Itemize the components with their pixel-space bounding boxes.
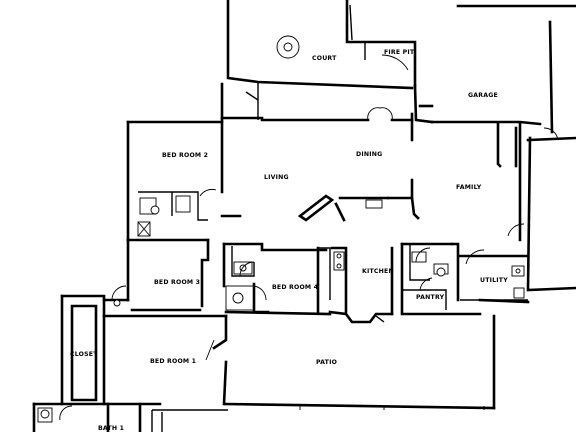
room-label-fire-pit: FIRE PIT [384,49,415,56]
room-label-bedroom-3: BED ROOM 3 [154,279,200,286]
room-label-living: LIVING [264,174,289,181]
room-label-bedroom-4: BED ROOM 4 [272,284,319,291]
court-area [226,0,417,120]
room-label-court: COURT [312,55,337,62]
west-wing [32,294,228,432]
house-walls [102,82,576,324]
room-labels: COURT FIRE PIT GARAGE BED ROOM 2 DINING … [70,49,508,432]
room-label-pantry: PANTRY [416,294,445,301]
room-label-bedroom-1: BED ROOM 1 [150,358,196,365]
room-label-family: FAMILY [456,184,482,191]
room-label-closet: CLOSET [70,351,98,358]
room-label-dining: DINING [356,151,382,158]
patio-area [224,314,496,410]
fire-pit-circle-icon [276,35,300,59]
room-label-utility: UTILITY [480,277,508,284]
garage-area [413,4,576,141]
room-label-kitchen: KITCHEN [362,268,394,275]
room-label-garage: GARAGE [468,92,498,99]
room-label-patio: PATIO [316,359,337,366]
room-label-bedroom-2: BED ROOM 2 [162,152,208,159]
room-label-bath-1: BATH 1 [98,425,124,432]
